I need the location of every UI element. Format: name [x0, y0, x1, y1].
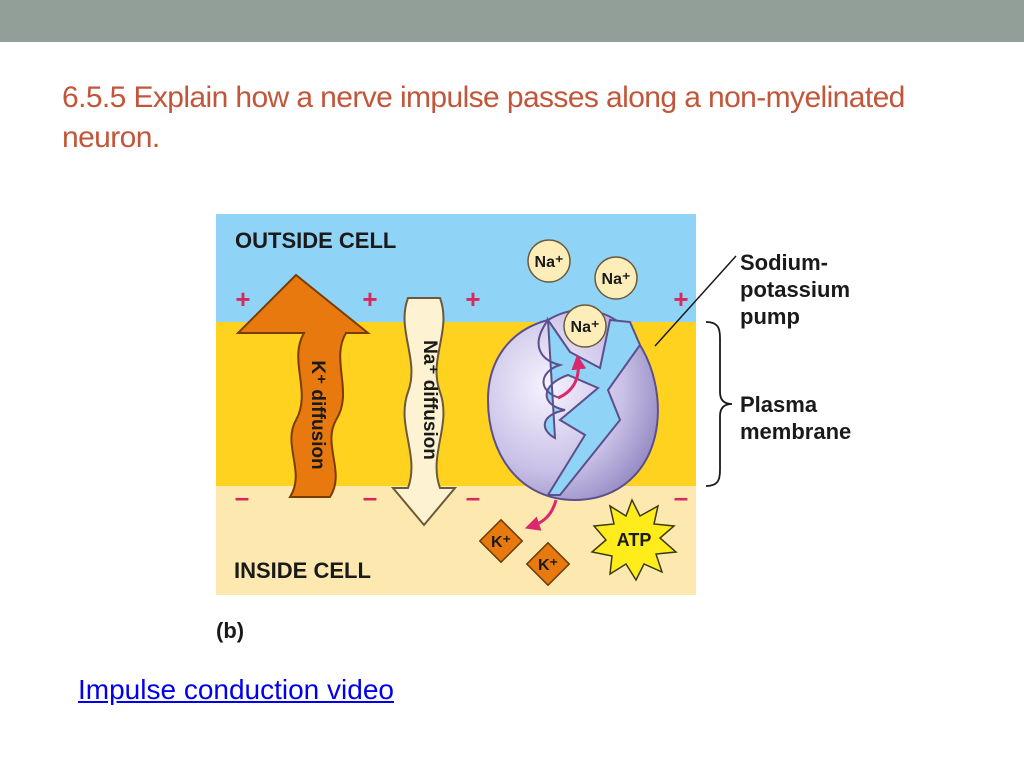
outside-cell-label: OUTSIDE CELL	[235, 228, 396, 253]
pump-label: Sodium- potassium pump	[740, 250, 856, 329]
inside-charge: –	[235, 482, 249, 512]
svg-text:Na⁺: Na⁺	[571, 319, 600, 336]
top-bar	[0, 0, 1024, 42]
inside-charge: –	[674, 482, 688, 512]
na-ion: Na⁺	[563, 304, 607, 348]
outside-charge: +	[235, 284, 250, 314]
na-ion: Na⁺	[594, 256, 638, 300]
inside-charge: –	[363, 482, 377, 512]
pump-leader-line	[654, 255, 737, 347]
atp-label: ATP	[617, 530, 652, 550]
na-diffusion-arrow: Na⁺ diffusion	[390, 297, 458, 527]
k-ion: K⁺	[478, 518, 524, 564]
svg-text:K⁺: K⁺	[538, 557, 558, 574]
k-diffusion-label: K⁺ diffusion	[307, 360, 328, 469]
k-ion: K⁺	[525, 541, 571, 587]
svg-text:Na⁺: Na⁺	[535, 254, 564, 271]
sodium-potassium-pump	[486, 309, 659, 502]
outside-charge: +	[362, 284, 377, 314]
membrane-bracket	[705, 321, 733, 487]
k-diffusion-arrow: K⁺ diffusion	[235, 273, 371, 498]
impulse-video-link[interactable]: Impulse conduction video	[78, 674, 394, 705]
membrane-label: Plasma membrane	[740, 392, 851, 444]
membrane-diagram: OUTSIDE CELL INSIDE CELL + + + + – – – –…	[216, 214, 856, 643]
atp-burst: ATP	[590, 498, 678, 582]
pump-channel	[543, 316, 642, 496]
na-transport-arrow	[557, 354, 587, 400]
na-ion: Na⁺	[527, 239, 571, 283]
inside-charge: –	[466, 482, 480, 512]
k-transport-arrow	[524, 499, 558, 531]
slide-title: 6.5.5 Explain how a nerve impulse passes…	[62, 81, 905, 154]
outside-charge: +	[673, 284, 688, 314]
svg-text:Na⁺: Na⁺	[602, 271, 631, 288]
inside-cell-label: INSIDE CELL	[234, 558, 371, 583]
outside-charge: +	[465, 284, 480, 314]
svg-text:K⁺: K⁺	[491, 534, 511, 551]
na-diffusion-label: Na⁺ diffusion	[419, 340, 440, 460]
panel-letter: (b)	[216, 618, 244, 643]
